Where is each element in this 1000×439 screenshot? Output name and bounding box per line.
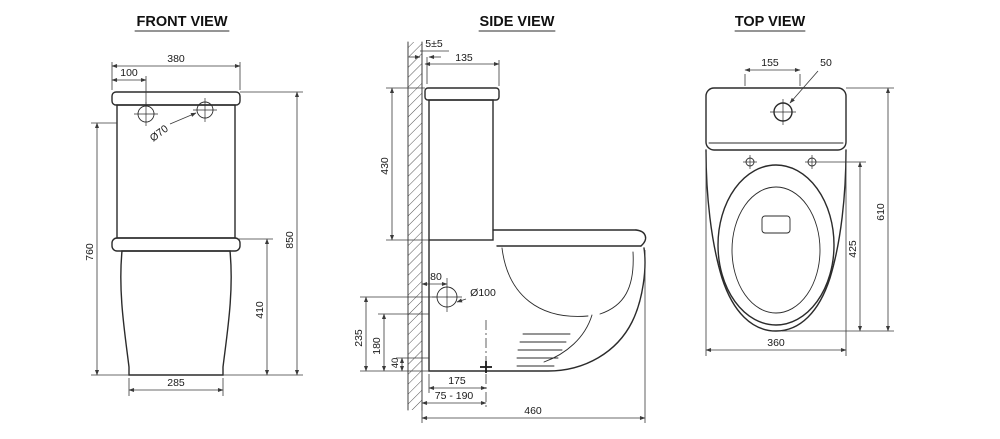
dim-label: 180 [371, 337, 383, 355]
seat-lid-nose [635, 229, 647, 247]
cistern-top [705, 87, 847, 151]
top-view-title: TOP VIEW [735, 14, 806, 30]
bowl-profile [428, 239, 646, 372]
dim-label: 360 [767, 337, 785, 349]
dim-label: 5±5 [425, 38, 443, 50]
seat-front [111, 237, 241, 252]
dim-side-430: 430 [379, 87, 429, 241]
dim-label: 460 [524, 405, 542, 417]
leader-line [789, 70, 819, 104]
dim-side-gap: 5±5 [409, 38, 449, 84]
dim-label: 760 [84, 243, 96, 261]
dim-top-610: 610 [782, 87, 894, 332]
dim-label: 50 [820, 57, 832, 69]
dim-side-460: 460 [421, 250, 646, 423]
dim-front-d70: Ø70 [148, 112, 197, 145]
dim-label: 430 [379, 157, 391, 175]
trap-curve [543, 314, 593, 363]
cistern-lid-side [424, 87, 500, 101]
leader-line [169, 112, 197, 125]
dim-side-80: 80 [421, 271, 448, 287]
dim-label: 80 [430, 271, 442, 283]
dim-label: 155 [761, 57, 779, 69]
top-view: TOP VIEW 155 50 [705, 14, 894, 356]
bowl-front-inner [599, 251, 634, 315]
dim-side-range: 75 - 190 [421, 390, 487, 406]
side-view-title: SIDE VIEW [480, 14, 555, 30]
dim-side-40: 40 [390, 357, 429, 372]
dim-top-155: 155 [744, 57, 801, 86]
dim-label: 235 [353, 329, 365, 347]
dim-side-175: 175 [428, 374, 487, 393]
dim-label: 285 [167, 377, 185, 389]
front-view-drawing [111, 91, 241, 376]
dim-label: 75 - 190 [435, 390, 474, 402]
cistern-side [428, 99, 494, 241]
wall-hatch [408, 42, 422, 410]
dim-label: 610 [875, 203, 887, 221]
flush-outlet [761, 215, 791, 234]
dim-front-380: 380 [111, 53, 241, 90]
dim-label: 175 [448, 375, 466, 387]
dim-label: 850 [284, 231, 296, 249]
front-view: FRONT VIEW 380 100 Ø70 [84, 14, 303, 396]
dim-side-235: 235 [353, 296, 437, 372]
dim-top-50: 50 [789, 57, 832, 104]
dim-front-760: 760 [84, 122, 129, 376]
side-view: SIDE VIEW [353, 14, 647, 423]
dim-top-425: 425 [819, 161, 866, 332]
dim-front-285: 285 [128, 377, 224, 396]
dim-top-360: 360 [705, 152, 847, 356]
pedestal-front [120, 250, 232, 376]
dim-side-d100: Ø100 [456, 287, 496, 303]
leader-line [456, 298, 467, 303]
dim-label: 100 [120, 67, 138, 79]
bowl-inner-curve [501, 247, 589, 317]
dim-side-135: 135 [424, 52, 500, 86]
seat-inner [731, 186, 821, 314]
cistern-lid-front [111, 91, 241, 106]
dim-label: 135 [455, 52, 473, 64]
dim-label: 425 [847, 240, 859, 258]
dim-side-180: 180 [371, 313, 429, 372]
seat-outer [717, 164, 835, 326]
dim-label: Ø70 [148, 123, 171, 145]
dim-label: 410 [254, 301, 266, 319]
dim-front-100: 100 [111, 67, 147, 104]
bowl-outline-top [705, 149, 847, 332]
front-view-title: FRONT VIEW [136, 14, 227, 30]
dim-label: 380 [167, 53, 185, 65]
side-view-drawing [407, 41, 647, 411]
top-view-drawing [705, 87, 847, 332]
dim-front-410: 410 [237, 238, 273, 376]
dim-label: 40 [390, 358, 401, 369]
dim-front-850: 850 [223, 91, 303, 376]
dim-label: Ø100 [470, 287, 496, 299]
cistern-front [116, 104, 236, 239]
